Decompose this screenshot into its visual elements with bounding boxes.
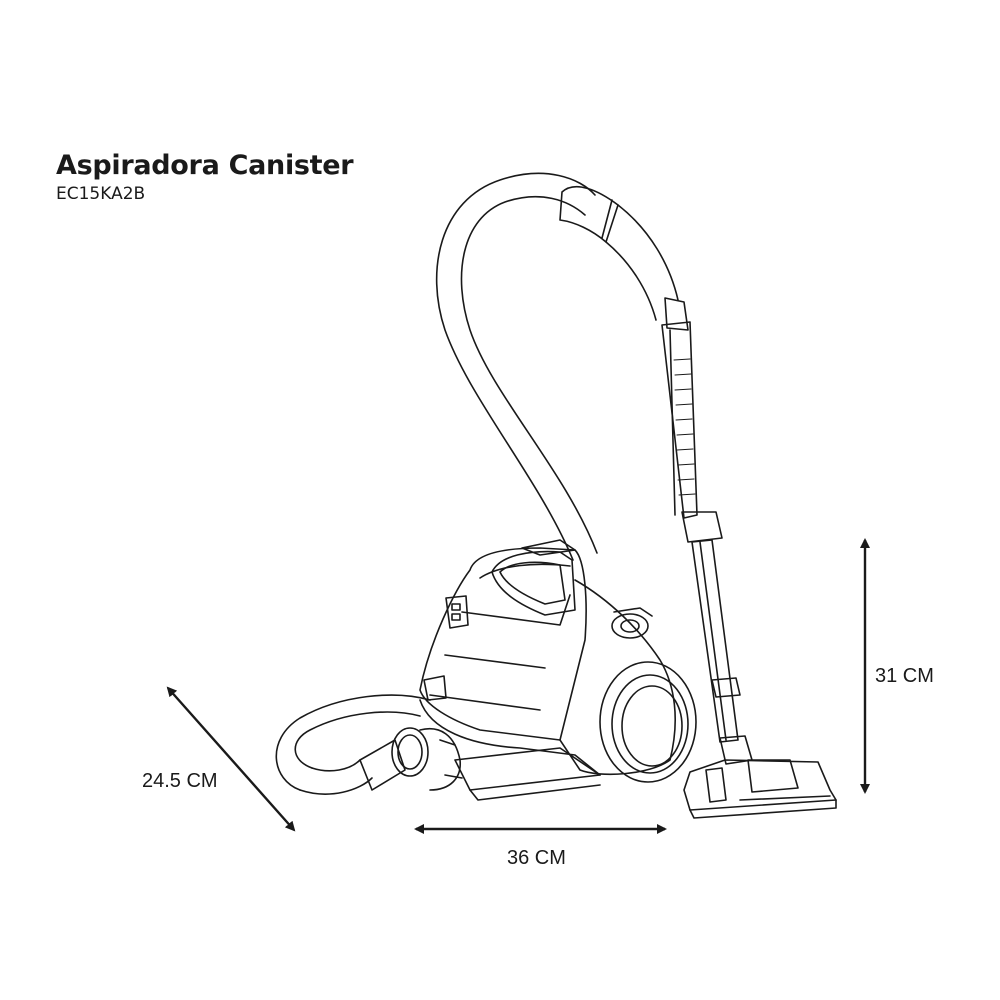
height-label: 31 CM	[875, 665, 934, 687]
lower-latch	[423, 675, 447, 701]
rear-wheel	[599, 661, 697, 783]
depth-label: 24.5 CM	[142, 770, 218, 792]
canister-body	[419, 539, 697, 801]
wand	[661, 321, 741, 743]
product-title: Aspiradora Canister	[56, 150, 354, 181]
width-label: 36 CM	[507, 847, 566, 869]
hose	[435, 172, 689, 561]
hose-inlet	[611, 613, 649, 639]
front-latch	[445, 595, 469, 629]
lower-hose	[275, 694, 463, 795]
depth-arrow	[166, 686, 296, 832]
hose-cuff	[559, 185, 619, 243]
carry-handle	[491, 550, 576, 616]
hose-connector	[359, 739, 406, 791]
handle-switch	[664, 297, 689, 331]
wand-lock	[681, 511, 723, 543]
dimension-arrows	[166, 538, 870, 834]
floor-nozzle	[683, 735, 837, 819]
wand-ribs	[673, 358, 696, 496]
model-number: EC15KA2B	[56, 184, 146, 204]
